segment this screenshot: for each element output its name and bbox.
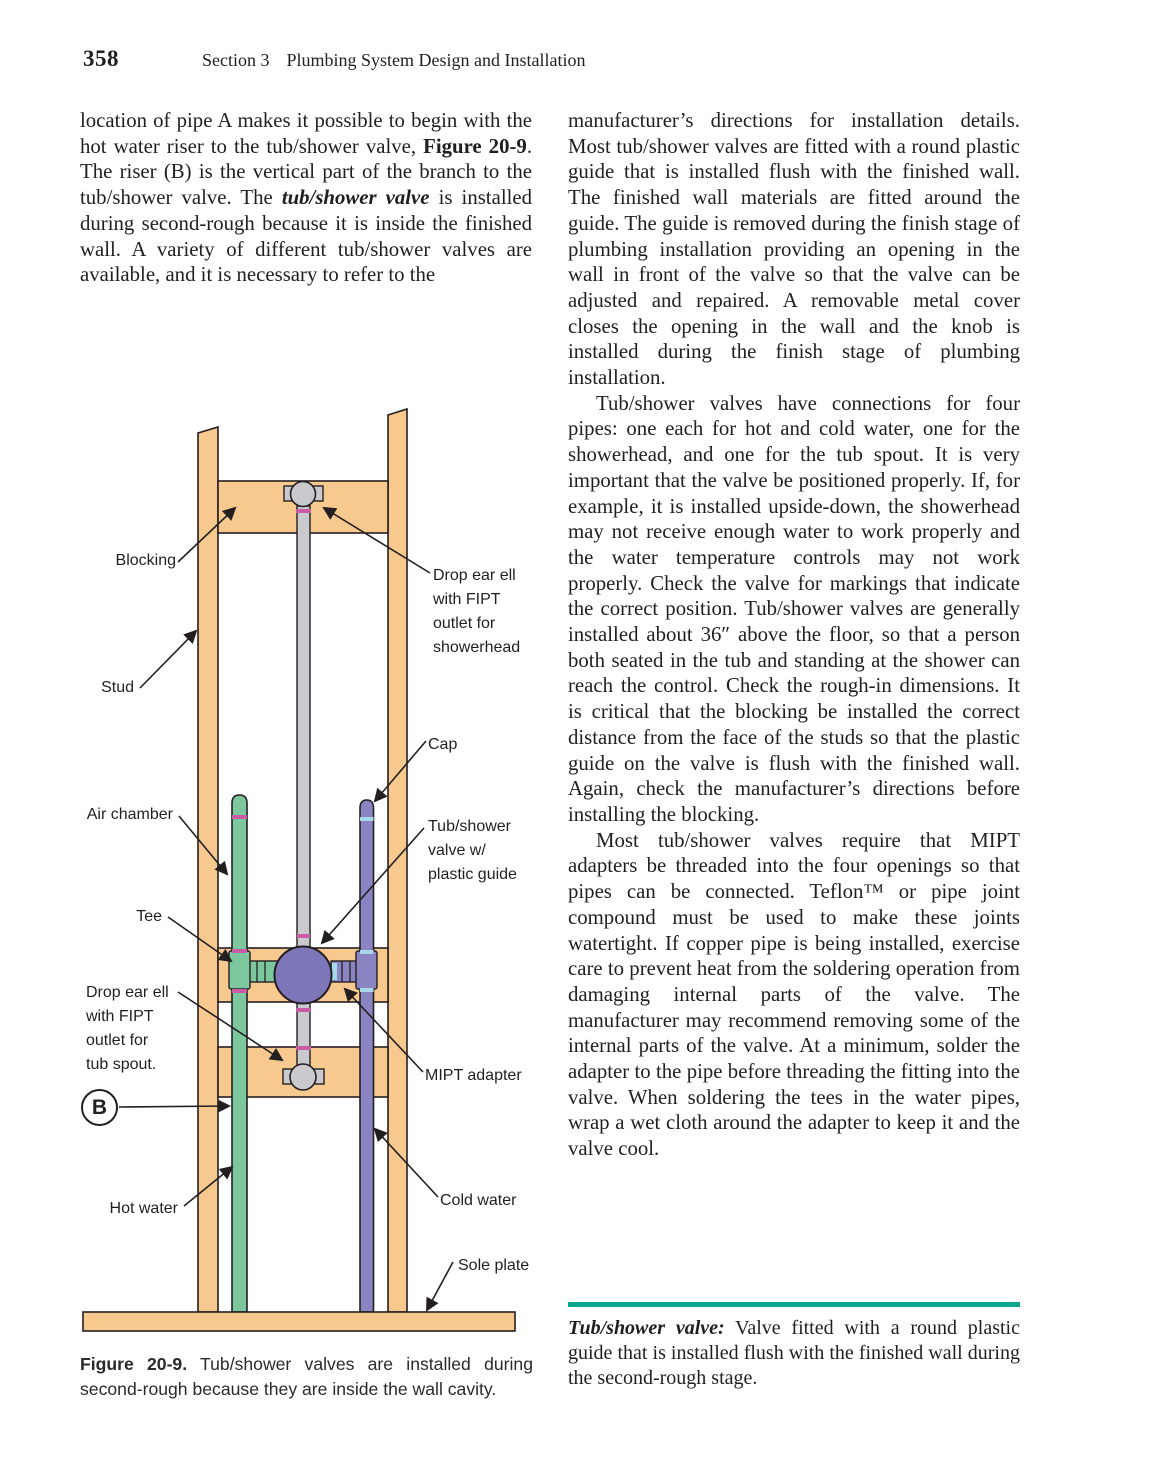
joint-band [296,1046,311,1050]
cold-water-arrow [373,1127,439,1198]
joint-band [232,815,247,819]
sole-plate [82,1311,516,1332]
sole-plate-label: Sole plate [458,1257,530,1274]
joint-band [332,963,337,980]
drop-ear-shower-label: Drop ear ell with FIPT outlet for shower… [433,567,521,656]
cold-tee [355,950,378,990]
blocking-arrow [177,506,237,563]
body-text: is installed during second-rough because… [80,186,532,287]
hot-water-pipe [231,794,248,1313]
figure-reference: Figure 20-9 [423,134,527,158]
annotation-arrows [118,506,454,1312]
drop-ear-ell-showerhead [283,480,324,508]
cold-water-pipe [359,799,375,1313]
blocking-valve [217,947,389,1003]
joint-band [360,988,374,992]
definition-body: Valve fitted with a round plastic guide … [568,1317,1020,1389]
cold-water-label: Cold water [440,1192,517,1209]
ell-body [289,480,317,508]
drop-ear-shower-arrow [322,506,431,574]
ell-tab [282,1068,295,1085]
figure-diagram [82,407,516,1332]
left-stud [197,425,219,1313]
left-column: location of pipe A makes it possible to … [80,108,532,288]
definition-block: Tub/shower valve: Valve fitted with a ro… [568,1302,1020,1391]
hot-tee [228,950,251,990]
key-term: tub/shower valve [281,186,430,210]
tee-label: Tee [136,908,162,925]
ell-tab [311,485,324,502]
joint-band [296,1008,311,1012]
air-chamber-label: Air chamber [86,806,173,823]
ell-tab [312,1068,325,1085]
joint-band [232,949,247,953]
paragraph-2: Tub/shower valves have connections for f… [568,391,1020,826]
hot-water-arrow [183,1165,234,1207]
caption-lead: Figure 20-9. [80,1354,188,1374]
definition-text: Tub/shower valve: Valve fitted with a ro… [568,1316,1020,1391]
joint-band [296,509,311,513]
drop-ear-tub-label: Drop ear ell with FIPT outlet for tub sp… [86,984,169,1073]
tee-arrow [167,916,233,963]
joint-band [297,934,310,938]
joint-band [360,950,374,954]
drop-ear-tub-arrow [177,991,284,1062]
section-label: Section 3 [202,50,270,70]
page-header: 358 Section 3 Plumbing System Design and… [83,46,586,72]
joint-band [360,817,374,821]
paragraph-3: Most tub/shower valves require that MIPT… [568,828,1020,1161]
teal-rule [568,1302,1020,1307]
body-text: location of pipe A makes it possible to … [80,109,532,158]
section-title: Plumbing System Design and Installation [286,50,586,70]
mipt-arrow [343,987,424,1073]
body-text: . The riser (B) is the vertical part of … [80,134,533,210]
blocking-label: Blocking [115,552,176,569]
ell-body [289,1063,317,1091]
valve-arrow [320,827,425,945]
cap-arrow [373,740,427,803]
caption-text: Tub/shower valves are installed during s… [80,1354,533,1399]
hot-water-label: Hot water [109,1200,178,1217]
blocking-top [217,480,389,534]
mipt-adapter-label: MIPT adapter [425,1067,522,1084]
valve-label: Tub/shower valve w/ plastic guide [428,818,517,883]
paragraph-1: manufacturer’s directions for installati… [568,109,1020,390]
figure-caption: Figure 20-9. Tub/shower valves are insta… [80,1352,533,1402]
left-paragraph: location of pipe A makes it possible to … [80,108,532,288]
ell-tab [283,485,296,502]
showerhead-riser-pipe [296,505,311,948]
blocking-tub-spout [217,1046,389,1098]
page-number: 358 [83,46,119,71]
tub-shower-valve [273,945,333,1005]
joint-band [232,989,247,993]
air-chamber-arrow [178,815,229,876]
sole-plate-arrow [426,1261,454,1312]
definition-term: Tub/shower valve: [568,1317,725,1339]
riser-b-arrow [118,1099,232,1113]
riser-b-badge: B [81,1089,118,1126]
stud-label: Stud [101,679,134,696]
cap-label: Cap [428,736,458,753]
hot-tee-stub [246,960,278,983]
stud-arrow [139,629,198,689]
cold-tee-stub [330,960,363,983]
right-column: manufacturer’s directions for installati… [568,108,1020,1162]
tub-spout-pipe [296,999,311,1069]
right-stud [387,407,408,1313]
drop-ear-ell-tub-spout [282,1063,325,1091]
